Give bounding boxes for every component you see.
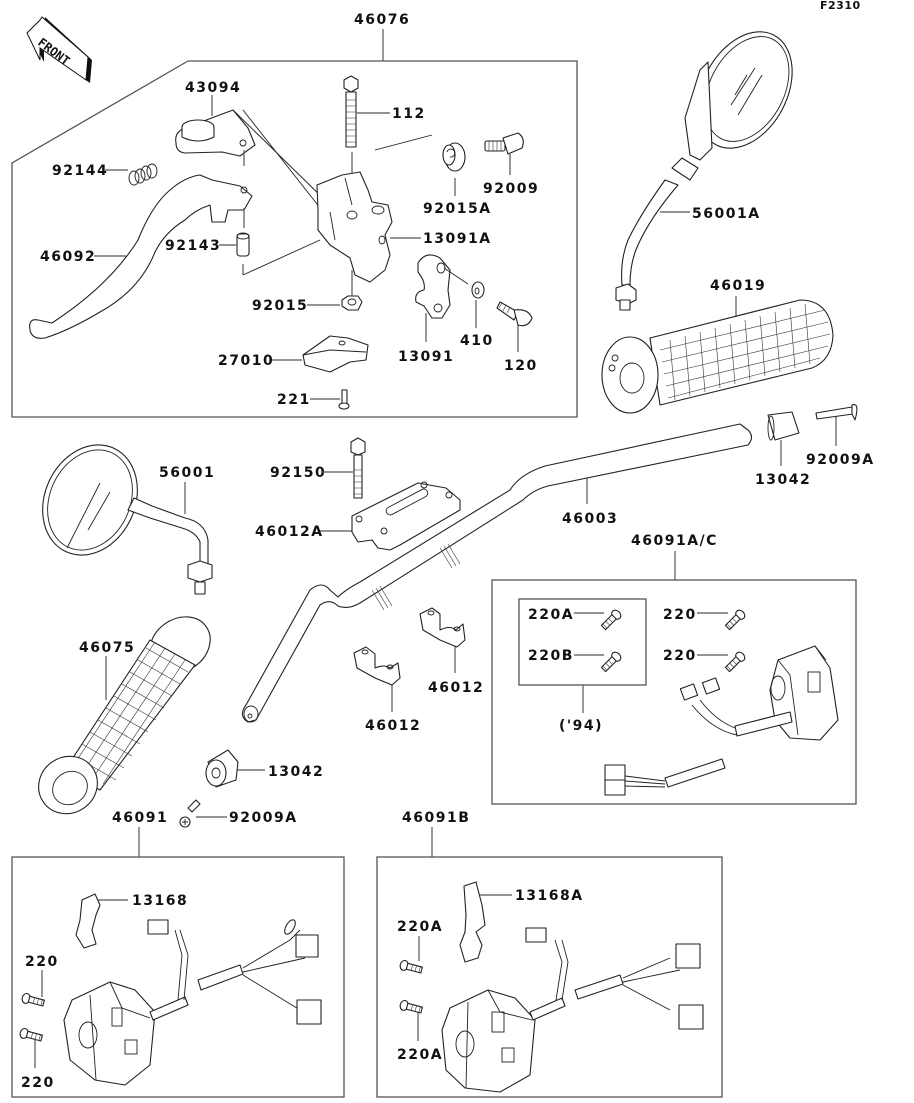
callout-92144: 92144: [52, 163, 108, 179]
callout-220A-bottom: 220A: [397, 1047, 443, 1063]
callout-92009: 92009: [483, 181, 539, 197]
part-13042-right[interactable]: 13042: [755, 411, 811, 488]
part-92015A[interactable]: 92015A: [423, 142, 492, 217]
callout-112: 112: [392, 106, 426, 122]
part-92009A-right[interactable]: 92009A: [806, 404, 875, 468]
part-13168[interactable]: 13168: [75, 893, 188, 949]
part-92009A-left[interactable]: 92009A: [179, 799, 298, 828]
callout-27010: 27010: [218, 353, 274, 369]
right-switch-housing-drawing: [604, 645, 839, 796]
part-220-upper[interactable]: 220: [663, 607, 747, 631]
callout-92150: 92150: [270, 465, 326, 481]
part-221[interactable]: 221: [277, 389, 350, 410]
callout-13091A: 13091A: [423, 231, 492, 247]
part-56001A[interactable]: 56001A: [615, 16, 811, 311]
part-13091A[interactable]: 13091A: [316, 134, 492, 283]
part-220A-94[interactable]: 220A: [528, 607, 623, 631]
callout-220-left-top: 220: [25, 954, 59, 970]
left-switch-housing-group: 46091: [11, 810, 345, 1098]
part-112[interactable]: 112: [343, 75, 426, 215]
front-arrow-icon: FRONT: [26, 16, 92, 83]
callout-221: 221: [277, 392, 311, 408]
callout-220A-top: 220A: [397, 919, 443, 935]
figure-id: F2310: [820, 0, 861, 12]
group-label-46076: 46076: [354, 12, 410, 28]
callout-410: 410: [460, 333, 494, 349]
callout-13042-left: 13042: [268, 764, 324, 780]
callout-120: 120: [504, 358, 538, 374]
callout-92015A: 92015A: [423, 201, 492, 217]
part-92143[interactable]: 92143: [165, 232, 321, 276]
part-46012-upper[interactable]: 46012: [419, 607, 484, 696]
callout-46092: 46092: [40, 249, 96, 265]
callout-46012-lower: 46012: [365, 718, 421, 734]
part-410[interactable]: 410: [460, 281, 494, 349]
callout-56001A: 56001A: [692, 206, 761, 222]
part-13168A[interactable]: 13168A: [459, 881, 584, 963]
callout-43094: 43094: [185, 80, 241, 96]
callout-220-upper: 220: [663, 607, 697, 623]
callout-220-lower: 220: [663, 648, 697, 664]
part-120[interactable]: 120: [496, 301, 538, 374]
callout-92009A-right: 92009A: [806, 452, 875, 468]
callout-13168: 13168: [132, 893, 188, 909]
part-13042-left[interactable]: 13042: [205, 749, 324, 788]
callout-46012A: 46012A: [255, 524, 324, 540]
part-220-lower[interactable]: 220: [663, 648, 747, 673]
part-220-left-top[interactable]: 220: [21, 954, 59, 1008]
group-label-46091B: 46091B: [402, 810, 470, 826]
clutch-lever-assembly-group: 46076: [11, 12, 578, 418]
part-92015[interactable]: 92015: [252, 270, 363, 314]
part-46075[interactable]: 46075: [27, 605, 221, 825]
part-46092[interactable]: 46092: [29, 150, 253, 339]
callout-13091: 13091: [398, 349, 454, 365]
part-220A-bottom[interactable]: 220A: [397, 999, 443, 1063]
part-220-left-bottom[interactable]: 220: [19, 1027, 55, 1091]
callout-220A-94: 220A: [528, 607, 574, 623]
part-56001[interactable]: 56001: [25, 429, 215, 595]
part-46019[interactable]: 46019: [601, 278, 834, 414]
callout-220B-94: 220B: [528, 648, 574, 664]
left-switch-housing-drawing: [63, 919, 322, 1086]
part-46003[interactable]: 46003: [241, 423, 753, 723]
callout-220-left-bottom: 220: [21, 1075, 55, 1091]
group-label-46091: 46091: [112, 810, 168, 826]
left-switch-housing-b-group: 46091B: [376, 810, 723, 1098]
group-label-46091AC: 46091A/C: [631, 533, 718, 549]
part-13091[interactable]: 13091: [398, 254, 469, 365]
callout-46075: 46075: [79, 640, 135, 656]
right-switch-housing-group: 46091A/C ('94): [491, 533, 857, 805]
callout-46019: 46019: [710, 278, 766, 294]
part-92150[interactable]: 92150: [270, 437, 366, 499]
part-92009[interactable]: 92009: [483, 132, 539, 197]
callout-56001: 56001: [159, 465, 215, 481]
part-220A-top[interactable]: 220A: [397, 919, 443, 975]
sub-group-note-94: ('94): [559, 718, 603, 734]
callout-92015: 92015: [252, 298, 308, 314]
part-92144[interactable]: 92144: [52, 163, 158, 186]
callout-46003: 46003: [562, 511, 618, 527]
callout-92143: 92143: [165, 238, 221, 254]
part-220B-94[interactable]: 220B: [528, 648, 623, 673]
part-27010[interactable]: 27010: [218, 335, 369, 373]
callout-46012-upper: 46012: [428, 680, 484, 696]
callout-13042-right: 13042: [755, 472, 811, 488]
callout-92009A-left: 92009A: [229, 810, 298, 826]
part-46012A[interactable]: 46012A: [255, 481, 461, 551]
part-43094[interactable]: 43094: [175, 80, 344, 238]
left-switch-housing-b-drawing: [441, 927, 704, 1093]
part-46012-lower[interactable]: 46012: [353, 646, 421, 734]
callout-13168A: 13168A: [515, 888, 584, 904]
